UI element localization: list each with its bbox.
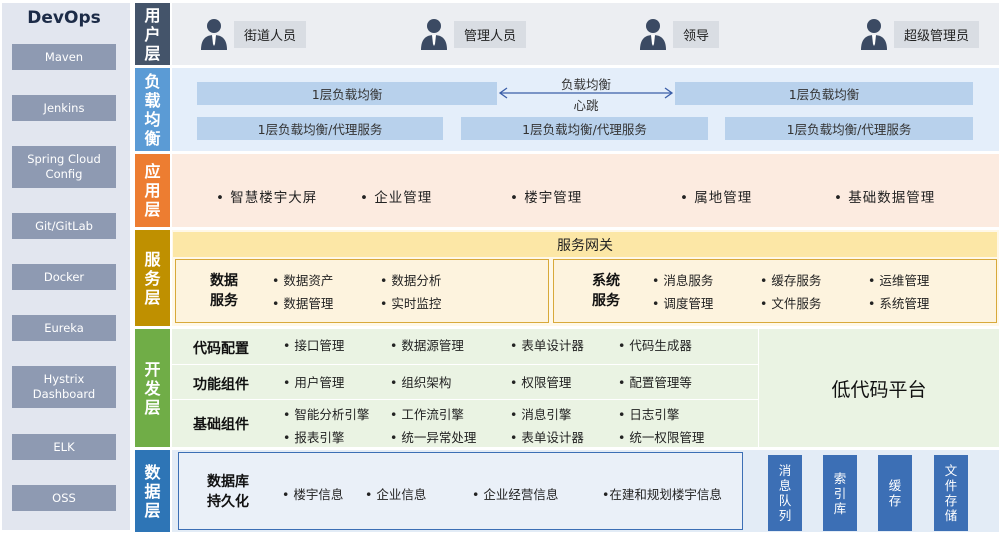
person-icon: [421, 19, 447, 50]
system-service-item: • 调度管理: [652, 296, 714, 311]
dev-row-title: 基础组件: [193, 417, 249, 433]
app-item-building-mgmt: • 楼宇管理: [510, 190, 583, 206]
dev-item: • 表单设计器: [510, 338, 584, 353]
dev-layer-bg: [172, 329, 999, 447]
data-service-box: [175, 259, 549, 323]
app-item-enterprise-mgmt: • 企业管理: [360, 190, 433, 206]
proxy-box-1: 1层负载均衡/代理服务: [197, 117, 443, 140]
database-persistence-title: 数据库 持久化: [207, 474, 249, 510]
layer-label-user: 用户层: [135, 3, 170, 65]
user-super-admin: 超级管理员: [860, 16, 980, 52]
layer-label-service: 服务层: [135, 230, 170, 326]
dev-item: • 报表引擎: [283, 430, 345, 445]
layer-label-dev: 开发层: [135, 329, 170, 447]
user-name: 领导: [673, 20, 720, 48]
app-item-territory-mgmt: • 属地管理: [680, 190, 753, 206]
layer-label-data: 数据层: [135, 450, 170, 532]
dev-row-title: 功能组件: [193, 377, 249, 393]
dev-item: • 接口管理: [283, 338, 345, 353]
system-service-title: 系统 服务: [592, 273, 620, 309]
person-icon: [640, 19, 666, 50]
user-name: 管理人员: [454, 20, 527, 48]
app-item-base-data-mgmt: • 基础数据管理: [834, 190, 936, 206]
dev-item: • 表单设计器: [510, 430, 584, 445]
data-item-enterprise-info: • 企业信息: [365, 487, 427, 502]
data-service-title: 数据 服务: [210, 273, 238, 309]
user-name: 街道人员: [234, 20, 307, 48]
user-name: 超级管理员: [894, 20, 980, 48]
devops-item-elk: ELK: [12, 434, 116, 460]
devops-item-jenkins: Jenkins: [12, 95, 116, 121]
data-service-item: • 数据分析: [380, 273, 442, 288]
data-item-enterprise-operation-info: • 企业经营信息: [472, 487, 559, 502]
dev-item: • 权限管理: [510, 375, 572, 390]
system-service-box: [553, 259, 997, 323]
user-manager: 管理人员: [420, 16, 527, 52]
double-arrow-icon: [498, 87, 674, 99]
dev-item: • 智能分析引擎: [283, 407, 370, 422]
system-service-item: • 运维管理: [868, 273, 930, 288]
dev-item: • 统一异常处理: [390, 430, 477, 445]
user-layer-bg: [172, 3, 999, 65]
low-code-divider: [758, 329, 759, 447]
layer-label-lb: 负载均衡: [135, 68, 170, 151]
dev-row-divider: [172, 364, 758, 365]
system-service-item: • 系统管理: [868, 296, 930, 311]
service-gateway: 服务网关: [173, 232, 997, 257]
data-item-building-info: • 楼宇信息: [282, 487, 344, 502]
dev-item: • 统一权限管理: [618, 430, 705, 445]
person-icon: [861, 19, 887, 50]
data-service-item: • 数据资产: [272, 273, 334, 288]
dev-item: • 工作流引擎: [390, 407, 464, 422]
user-leader: 领导: [639, 16, 720, 52]
dev-item: • 代码生成器: [618, 338, 692, 353]
store-index: 索引库: [823, 455, 857, 531]
proxy-box-3: 1层负载均衡/代理服务: [725, 117, 973, 140]
dev-row-divider: [172, 399, 758, 400]
dev-row-title: 代码配置: [193, 341, 249, 357]
devops-item-spring-cloud-config: Spring Cloud Config: [12, 146, 116, 188]
devops-item-eureka: Eureka: [12, 315, 116, 341]
system-service-item: • 缓存服务: [760, 273, 822, 288]
data-service-item: • 实时监控: [380, 296, 442, 311]
user-street-staff: 街道人员: [200, 16, 307, 52]
devops-title: DevOps: [27, 8, 101, 28]
devops-item-hystrix-dashboard: Hystrix Dashboard: [12, 366, 116, 408]
lb-box-right: 1层负载均衡: [675, 82, 973, 105]
system-service-item: • 消息服务: [652, 273, 714, 288]
database-persistence-box: [178, 452, 743, 530]
data-item-planned-building-info: •在建和规划楼宇信息: [602, 487, 722, 502]
lb-center-label: 负载均衡: [560, 76, 611, 92]
lb-box-left: 1层负载均衡: [197, 82, 497, 105]
app-layer-bg: [172, 154, 999, 227]
person-icon: [201, 19, 227, 50]
dev-item: • 配置管理等: [618, 375, 692, 390]
proxy-box-2: 1层负载均衡/代理服务: [461, 117, 708, 140]
dev-item: • 日志引擎: [618, 407, 680, 422]
dev-item: • 数据源管理: [390, 338, 464, 353]
layer-label-app: 应用层: [135, 154, 170, 227]
system-service-item: • 文件服务: [760, 296, 822, 311]
app-item-smart-building-screen: • 智慧楼宇大屏: [216, 190, 318, 206]
dev-item: • 消息引擎: [510, 407, 572, 422]
devops-item-docker: Docker: [12, 264, 116, 290]
store-file-storage: 文件存储: [934, 455, 968, 531]
dev-item: • 组织架构: [390, 375, 452, 390]
low-code-platform: 低代码平台: [831, 378, 927, 401]
devops-item-git-gitlab: Git/GitLab: [12, 213, 116, 239]
devops-item-maven: Maven: [12, 44, 116, 70]
dev-item: • 用户管理: [283, 375, 345, 390]
devops-item-oss: OSS: [12, 485, 116, 511]
data-service-item: • 数据管理: [272, 296, 334, 311]
store-cache: 缓存: [878, 455, 912, 531]
store-message-queue: 消息队列: [768, 455, 802, 531]
heartbeat-label: 心跳: [573, 97, 599, 113]
